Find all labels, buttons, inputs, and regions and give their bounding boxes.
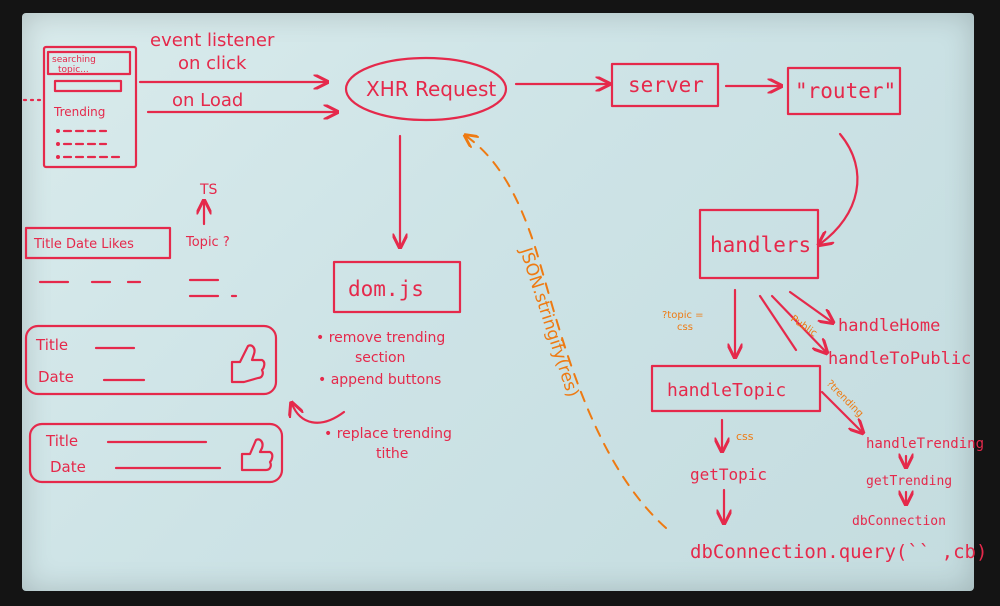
sketch-trending-label: Trending	[53, 105, 105, 119]
handlers-node	[698, 208, 820, 280]
handlers-to-public-arrow	[770, 294, 826, 352]
db-connection-small-label: dbConnection	[852, 514, 946, 529]
server-node	[610, 62, 720, 108]
get-topic-label: getTopic	[690, 465, 767, 484]
card1-title: Title	[35, 336, 68, 354]
xhr-request-node	[344, 56, 508, 122]
topic-css-label: ?topic =	[662, 310, 704, 321]
server-label: server	[628, 73, 704, 97]
handle-topic-label: handleTopic	[667, 380, 786, 401]
handle-trending-label: handleTrending	[866, 436, 984, 452]
router-node	[786, 66, 902, 116]
whiteboard-surface	[22, 13, 974, 591]
card1-date: Date	[38, 368, 74, 386]
header-row-label: Title Date Likes	[33, 237, 134, 252]
on-load-label: on Load	[172, 90, 243, 111]
sketch-search-label: searching	[52, 55, 96, 65]
event-listener-label: event listener	[150, 30, 275, 51]
dom-js-node	[332, 260, 462, 314]
browser-sketch: searching topic... Trending	[22, 45, 138, 169]
handlers-to-trending-arrow	[820, 390, 862, 432]
result-card-1	[24, 324, 278, 396]
dom-note-3b: tithe	[376, 446, 408, 462]
topic-question-label: Topic ?	[185, 235, 230, 250]
dom-note-2: • append buttons	[318, 372, 441, 388]
dom-note-3: • replace trending	[324, 426, 452, 442]
router-to-handlers-arrow	[820, 132, 859, 244]
sketch-search-label-2: topic...	[58, 65, 89, 75]
card2-date: Date	[50, 458, 86, 476]
topic-css-label-2: css	[677, 322, 693, 333]
result-card-2	[28, 422, 284, 484]
on-click-label: on click	[178, 53, 247, 74]
dom-js-label: dom.js	[348, 277, 424, 301]
router-label: "router"	[795, 79, 896, 103]
db-query-label: dbConnection.query(`` ,cb)	[690, 541, 987, 563]
handle-topic-node	[650, 364, 822, 413]
css-edge-label: css	[736, 430, 754, 443]
xhr-request-label: XHR Request	[366, 77, 496, 101]
handlers-label: handlers	[710, 233, 811, 257]
handle-public-label: handleToPublic	[828, 349, 971, 369]
handle-home-label: handleHome	[838, 316, 940, 336]
branch-line	[758, 294, 798, 352]
header-row	[24, 226, 172, 260]
get-trending-label: getTrending	[866, 474, 952, 489]
ts-label: TS	[199, 182, 218, 198]
handlers-to-home-arrow	[788, 290, 832, 322]
append-arrow	[292, 404, 346, 424]
json-response-arrow	[466, 136, 667, 529]
dom-note-1b: section	[355, 350, 405, 366]
card2-title: Title	[45, 432, 78, 450]
json-stringify-label: JSON.stringify(res)	[515, 244, 582, 399]
thumbs-up-icon[interactable]	[240, 438, 274, 472]
thumbs-up-icon[interactable]	[230, 344, 266, 384]
dom-note-1: • remove trending	[316, 330, 445, 346]
public-edge-label: Public	[788, 313, 819, 339]
